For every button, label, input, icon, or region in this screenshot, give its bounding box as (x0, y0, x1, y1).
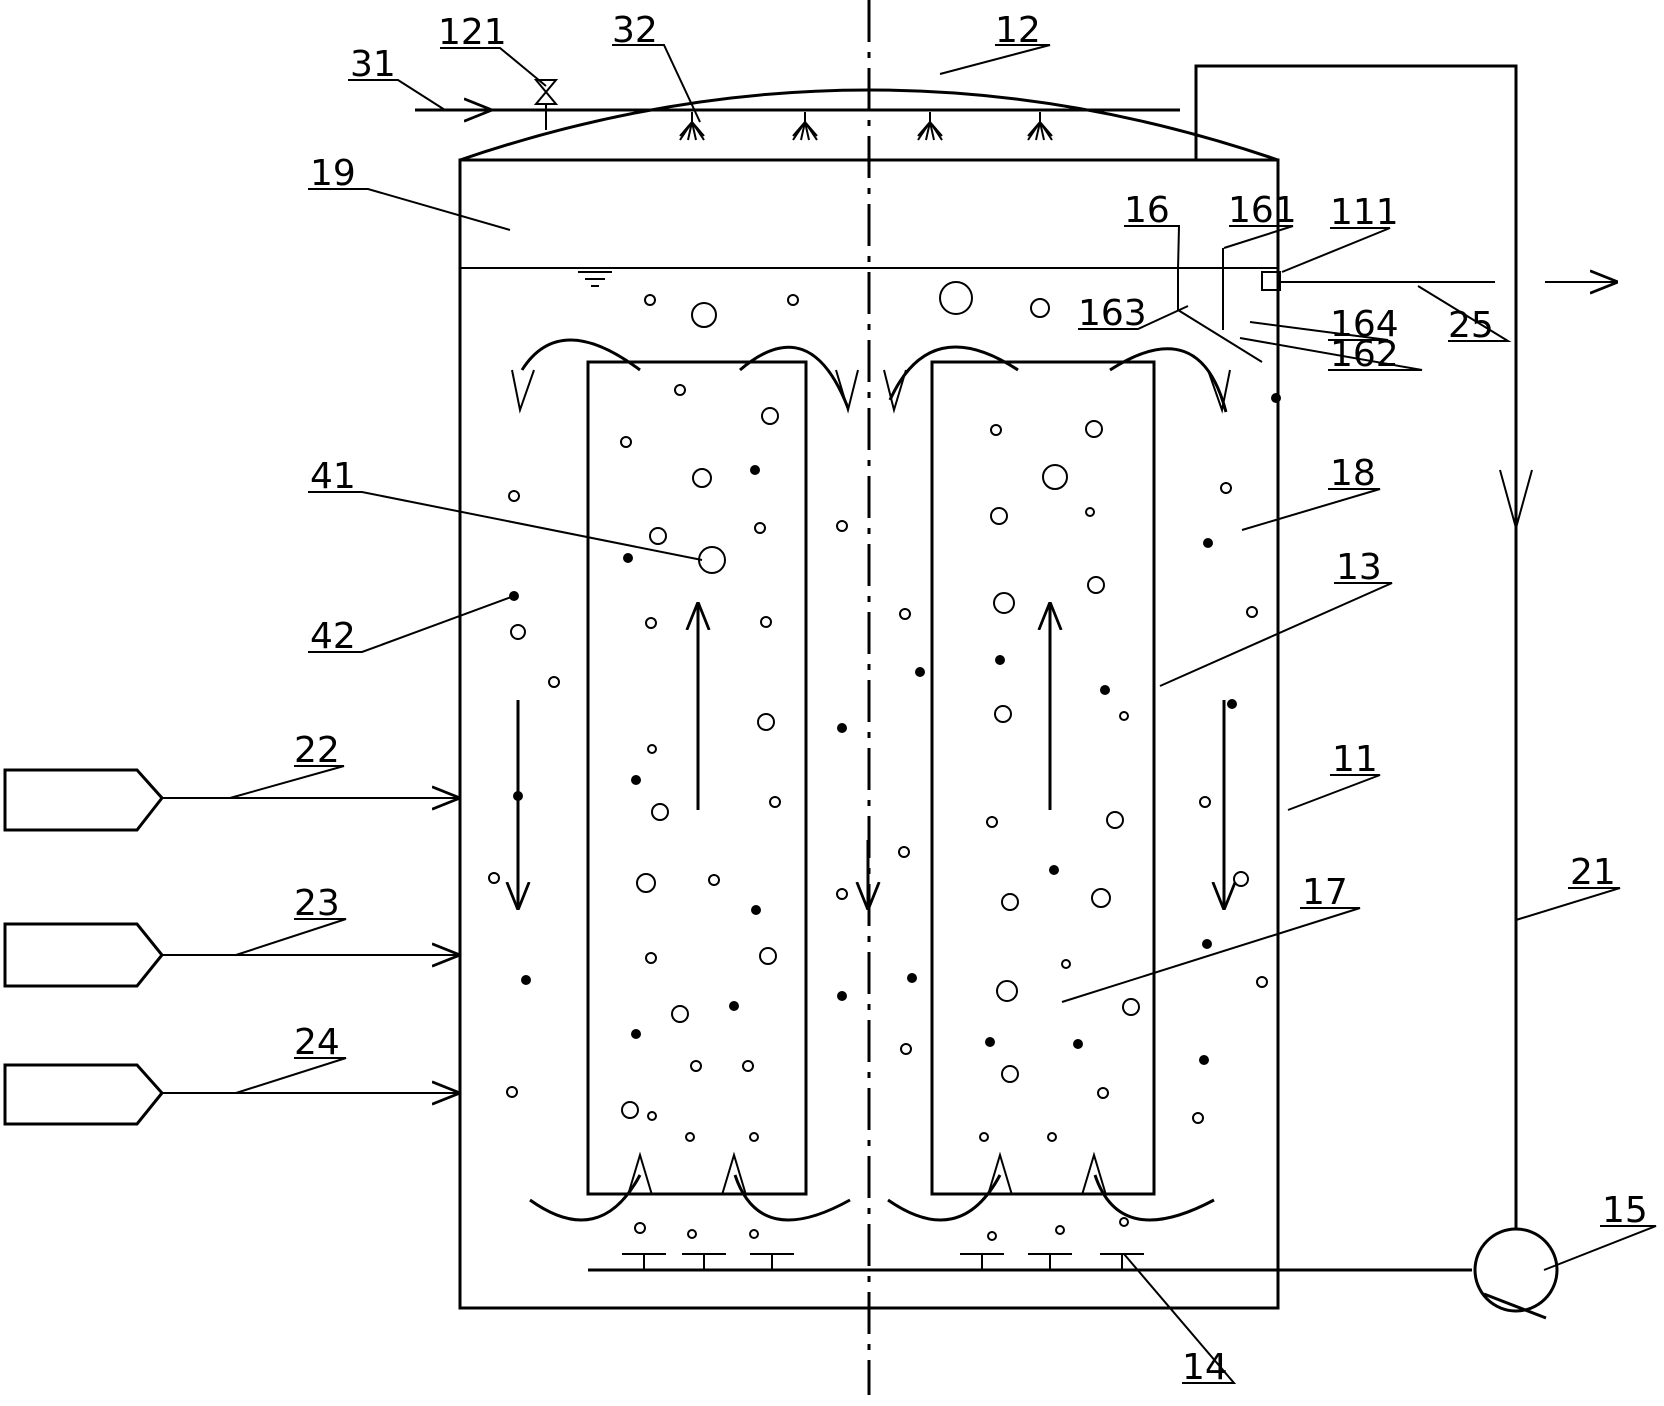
label-18: 18 (1330, 453, 1376, 494)
sludge-particles (509, 393, 1281, 1065)
label-11: 11 (1332, 739, 1378, 780)
leader-lines (229, 44, 1657, 1384)
water-level-symbol (578, 271, 612, 287)
top-curl-1 (520, 338, 641, 372)
bubble-41 (698, 546, 726, 574)
label-162: 162 (1330, 334, 1399, 375)
aeration-distributor (588, 1253, 1472, 1272)
label-16: 16 (1124, 190, 1170, 231)
label-111: 111 (1330, 192, 1399, 233)
spray-feed-line (415, 79, 1180, 141)
label-163: 163 (1078, 293, 1147, 334)
label-42: 42 (310, 616, 356, 657)
reactor-vessel (458, 0, 1280, 1395)
spray-nozzles (679, 112, 1053, 141)
label-23: 23 (294, 883, 340, 924)
gas-bubbles (488, 281, 1268, 1241)
top-curl-3 (888, 345, 1019, 401)
dosing-tank-24 (3, 1063, 460, 1126)
label-32: 32 (612, 10, 658, 51)
label-21: 21 (1570, 852, 1616, 893)
dosing-tank-23 (3, 922, 460, 988)
label-12: 12 (995, 10, 1041, 51)
draft-tubes (586, 360, 1156, 1196)
bottom-curl-4 (1093, 1174, 1215, 1222)
draft-tube-right (930, 360, 1156, 1196)
label-41: 41 (310, 456, 356, 497)
return-pipe (1194, 64, 1533, 1229)
bottom-curl-2 (733, 1174, 851, 1222)
flow-arrows (512, 338, 1230, 1222)
label-25: 25 (1448, 305, 1494, 346)
separator-outlet (1177, 248, 1618, 363)
label-19: 19 (310, 153, 356, 194)
label-164: 164 (1330, 304, 1399, 345)
label-15: 15 (1602, 1190, 1648, 1231)
label-161: 161 (1228, 190, 1297, 231)
label-13: 13 (1336, 547, 1382, 588)
top-curl-4 (1109, 347, 1228, 413)
label-17: 17 (1302, 872, 1348, 913)
label-31: 31 (350, 44, 396, 85)
dosing-tank-22 (3, 768, 460, 832)
label-24: 24 (294, 1022, 340, 1063)
bottom-curl-3 (887, 1174, 1002, 1222)
label-14: 14 (1182, 1347, 1228, 1388)
valve-icon (533, 79, 559, 130)
circulation-pump-icon (1473, 1227, 1559, 1320)
top-curl-2 (739, 345, 850, 409)
label-121: 121 (438, 12, 507, 53)
reference-labels: 31 121 32 12 19 16 161 111 163 164 25 16… (294, 10, 1648, 1388)
label-22: 22 (294, 730, 340, 771)
bottom-curl-1 (529, 1174, 642, 1222)
draft-tube-left (586, 360, 808, 1196)
